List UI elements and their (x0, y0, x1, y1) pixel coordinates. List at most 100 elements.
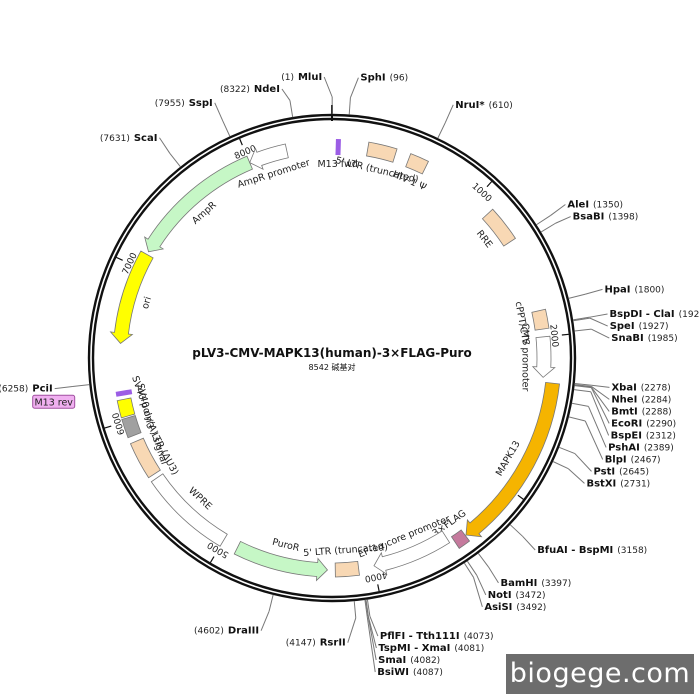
site-leader (574, 384, 592, 387)
site-label: EcoRI(2290) (611, 418, 676, 429)
site-name: SmaI (378, 655, 406, 666)
feature-cppt-cts (531, 308, 550, 331)
site-leader (369, 616, 379, 637)
site-leader (584, 288, 603, 295)
site-leader (572, 316, 590, 321)
plasmid-size: 8542 碱基对 (309, 362, 356, 372)
site-label: (1)MluI (281, 72, 322, 83)
tick-mark (561, 333, 569, 336)
site-leader (591, 328, 610, 339)
site-leader (72, 384, 90, 387)
feature-sv40-ori (116, 397, 136, 419)
tick-mark (116, 256, 123, 261)
site-leader (571, 402, 589, 407)
site-name: MluI (298, 72, 322, 83)
site-label: (4602)DraIII (194, 626, 259, 637)
site-leader (437, 122, 446, 139)
site-leader (590, 391, 610, 436)
site-position: (3492) (516, 603, 546, 613)
site-label: BstXI (2731) (586, 478, 650, 489)
site-label: (7955)SspI (155, 98, 213, 109)
site-leader (589, 317, 608, 327)
site-position: (1985) (648, 334, 678, 344)
site-label: BsaBI(1398) (573, 212, 639, 223)
primer-label: M13 fwd (317, 159, 357, 170)
feature-mapk13 (465, 381, 560, 538)
site-leader (568, 468, 585, 484)
site-leader (590, 387, 610, 424)
site-position: (2731) (620, 479, 650, 489)
tick-mark (517, 494, 524, 500)
site-label: BspDI - ClaI(1922) (610, 309, 700, 320)
site-name: XbaI (611, 382, 636, 393)
site-label: NruI*(610) (455, 100, 513, 111)
site-label: SmaI (4082) (378, 655, 440, 666)
feature-ampr (144, 155, 253, 253)
site-leader (366, 599, 371, 617)
site-leader (463, 562, 474, 578)
feature-5-ltr-truncated (334, 560, 360, 578)
site-name: SphI (360, 73, 385, 84)
feature-wpre (150, 473, 228, 547)
site-position: (4082) (410, 656, 440, 666)
site-position: (4087) (413, 668, 443, 678)
site-position: (2288) (642, 407, 672, 417)
site-leader (281, 88, 291, 101)
site-label: (7631)ScaI (100, 133, 158, 144)
site-leader (584, 420, 604, 460)
feature-puror (233, 540, 329, 582)
site-label: SphI (96) (360, 73, 408, 84)
site-leader (591, 384, 610, 388)
site-position: (3397) (541, 579, 571, 589)
site-position: (4081) (454, 644, 484, 654)
site-position: (2284) (641, 395, 671, 405)
site-position: (96) (390, 74, 408, 84)
site-leader (347, 617, 357, 643)
site-leader (536, 215, 551, 226)
restriction-sites: SphI (96) NruI*(610) AleI(1350)BsaBI(1398) H… (0, 72, 700, 678)
site-leader (558, 446, 576, 455)
site-label: BmtI(2288) (611, 406, 671, 417)
site-position: (2290) (646, 419, 676, 429)
feature-label: ori (140, 295, 154, 310)
feature-rre (481, 208, 517, 247)
site-leader (159, 137, 171, 154)
tick-label: 4000 (364, 569, 389, 583)
site-leader (589, 313, 608, 318)
feature-5-ltr-truncated (366, 141, 398, 163)
site-position: (4602) (194, 627, 224, 637)
site-position: (2389) (644, 443, 674, 453)
tick-mark (209, 556, 215, 563)
site-name: BamHI (500, 578, 537, 589)
site-label: SnaBI(1985) (611, 333, 677, 344)
site-label: AleI(1350) (567, 200, 623, 211)
site-leader (349, 77, 359, 98)
feature-3-ltr-u3 (129, 437, 161, 479)
primer-marker (335, 139, 341, 156)
site-leader (488, 566, 499, 584)
site-label: HpaI(1800) (604, 284, 664, 295)
site-leader (260, 611, 270, 631)
feature-label: 5' LTR (truncated) (303, 542, 388, 559)
tick-mark (486, 181, 493, 188)
site-leader (590, 386, 610, 412)
site-leader (348, 97, 351, 115)
feature-label: PuroR (271, 537, 301, 554)
feature-annotations: 5' LTR (truncated)HIV-1 ΨRREcPPT/CTSCMV … (109, 141, 560, 582)
site-position: (7631) (100, 134, 130, 144)
site-name: BstXI (586, 478, 616, 489)
site-leader (574, 453, 592, 472)
site-leader (591, 386, 610, 400)
site-label: SpeI(1927) (610, 321, 669, 332)
site-position: (1398) (608, 213, 638, 223)
feature-ori (109, 250, 154, 344)
site-leader (477, 552, 489, 568)
site-leader (365, 599, 369, 617)
site-name: BspDI - ClaI (610, 309, 675, 320)
site-position: (4073) (464, 632, 494, 642)
site-leader (574, 385, 592, 389)
site-leader (568, 416, 586, 422)
tick-label: 1000 (469, 182, 493, 205)
tick-mark (377, 584, 380, 592)
